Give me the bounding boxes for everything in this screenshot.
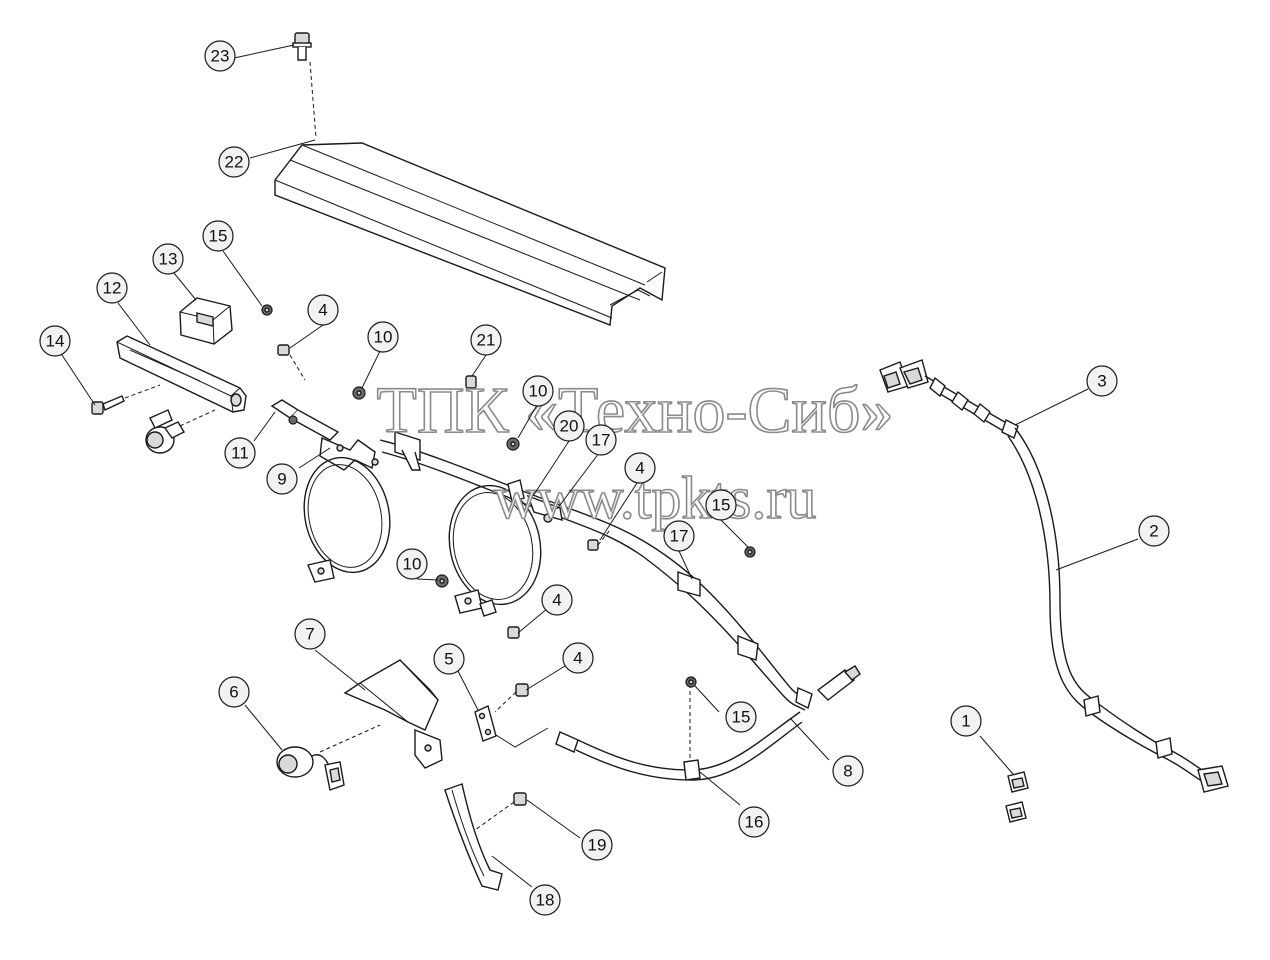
part-6-sensor	[276, 724, 381, 791]
callout-15: 15	[705, 489, 737, 521]
callout-label: 4	[635, 459, 644, 478]
callout-label: 23	[211, 47, 230, 66]
callout-2: 2	[1138, 515, 1170, 547]
callout-label: 4	[552, 591, 561, 610]
part-3-connectors	[879, 359, 1019, 439]
part-1-clips	[1005, 771, 1029, 823]
callout-17: 17	[585, 424, 617, 456]
callout-6: 6	[218, 676, 250, 708]
part-9-bracket	[319, 436, 379, 471]
callout-label: 1	[961, 712, 970, 731]
callout-label: 19	[588, 836, 607, 855]
callout-20: 20	[553, 410, 585, 442]
callout-label: 13	[159, 250, 178, 269]
callout-4: 4	[624, 452, 656, 484]
callout-1: 1	[950, 705, 982, 737]
callout-label: 20	[560, 417, 579, 436]
part-10-nut	[435, 574, 449, 588]
callout-label: 4	[318, 301, 327, 320]
part-4-bolt	[277, 344, 306, 381]
callout-12: 12	[96, 272, 128, 304]
part-2-harness	[1007, 427, 1229, 793]
callout-label: 3	[1097, 372, 1106, 391]
part-4-bolt	[494, 683, 529, 713]
callout-5: 5	[433, 643, 465, 675]
part-8-16-harness	[495, 684, 803, 781]
callout-10: 10	[522, 375, 554, 407]
part-14-bolt	[91, 384, 161, 415]
callout-15: 15	[725, 701, 757, 733]
callout-14: 14	[39, 325, 71, 357]
callout-label: 6	[229, 683, 238, 702]
callout-4: 4	[562, 642, 594, 674]
callout-label: 22	[225, 153, 244, 172]
clamp-ring-left	[303, 456, 391, 583]
callout-label: 5	[444, 650, 453, 669]
callout-18: 18	[529, 884, 561, 916]
callout-label: 7	[305, 625, 314, 644]
callout-13: 13	[152, 243, 184, 275]
callout-label: 9	[277, 470, 286, 489]
part-7-bracket	[343, 659, 443, 769]
leader-lines	[59, 44, 1139, 888]
part-21-screw	[465, 375, 477, 431]
callout-label: 10	[529, 382, 548, 401]
callout-label: 15	[712, 496, 731, 515]
callout-7: 7	[294, 618, 326, 650]
callout-label: 17	[592, 431, 611, 450]
callout-label: 15	[209, 227, 228, 246]
callout-label: 14	[46, 332, 65, 351]
part-5-plate	[474, 705, 497, 742]
callout-label: 4	[573, 649, 582, 668]
callout-label: 12	[103, 279, 122, 298]
callout-17: 17	[663, 520, 695, 552]
callout-label: 2	[1149, 522, 1158, 541]
callout-label: 15	[732, 708, 751, 727]
part-11-fitting	[270, 399, 340, 441]
part-19-bolt	[474, 792, 527, 831]
callout-label: 21	[477, 331, 496, 350]
callout-9: 9	[266, 463, 298, 495]
part-18-strap	[444, 783, 503, 891]
watermark-line-2: www.tpkts.ru	[494, 465, 817, 531]
callout-label: 10	[403, 555, 422, 574]
watermark-line-1: ТПК «Техно-Сиб»	[377, 374, 894, 447]
part-23-bolt	[292, 32, 317, 139]
part-4-bolt	[507, 626, 520, 639]
callout-10: 10	[396, 548, 428, 580]
callout-16: 16	[738, 806, 770, 838]
part-15-nut	[261, 304, 273, 316]
part-12-bracket	[116, 335, 247, 413]
callout-19: 19	[581, 829, 613, 861]
callout-label: 8	[843, 762, 852, 781]
callout-label: 17	[670, 527, 689, 546]
callout-21: 21	[470, 324, 502, 356]
callout-10: 10	[367, 321, 399, 353]
callout-15: 15	[202, 220, 234, 252]
part-13-block	[179, 297, 233, 345]
callout-4: 4	[541, 584, 573, 616]
callout-label: 10	[374, 328, 393, 347]
callout-8: 8	[832, 755, 864, 787]
callout-4: 4	[307, 294, 339, 326]
part-15-nut	[744, 546, 756, 558]
part-4-bolt	[587, 529, 611, 551]
callout-23: 23	[204, 40, 236, 72]
part-10-nut	[506, 437, 520, 451]
callout-22: 22	[218, 146, 250, 178]
callout-3: 3	[1086, 365, 1118, 397]
part-10-nut	[352, 386, 366, 400]
callout-label: 16	[745, 813, 764, 832]
part-22-cover	[274, 142, 666, 326]
clamp-ring-right	[448, 484, 542, 617]
part-15-nut	[685, 676, 697, 688]
sensor-connector	[145, 409, 216, 454]
tube-harness	[379, 431, 861, 711]
callout-label: 11	[231, 444, 249, 463]
callout-11: 11	[224, 437, 256, 469]
callout-label: 18	[536, 891, 555, 910]
